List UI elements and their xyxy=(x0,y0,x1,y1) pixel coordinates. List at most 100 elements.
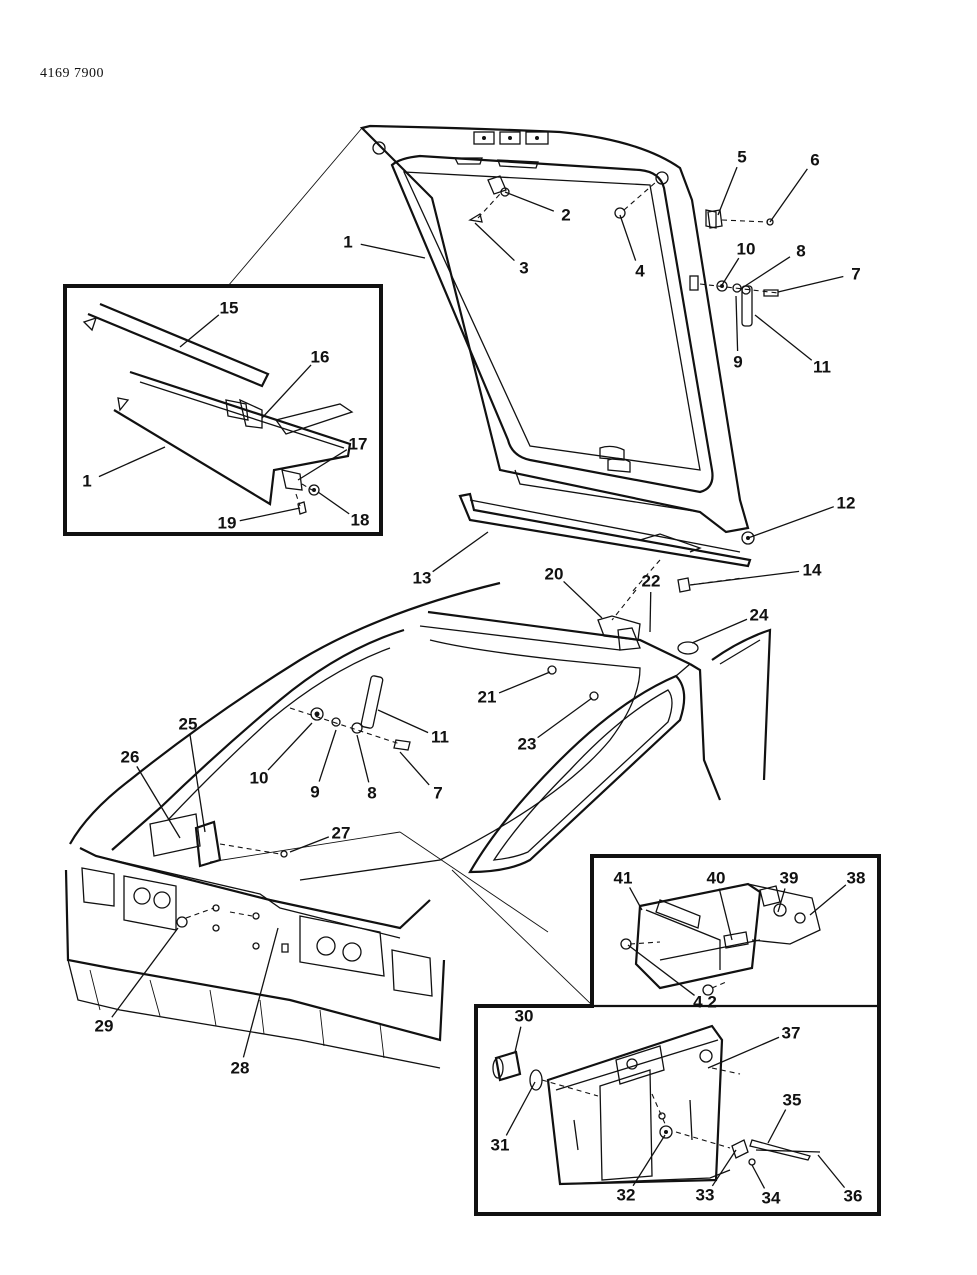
callout-label-c1b: 1 xyxy=(82,472,91,491)
callout-label-c21: 21 xyxy=(478,688,497,707)
callout-leader-c7b xyxy=(399,751,430,786)
callout-leader-c3 xyxy=(474,222,515,262)
callout-label-c35: 35 xyxy=(783,1091,802,1110)
callout-leader-c26 xyxy=(136,766,181,839)
callout-leader-c14 xyxy=(689,570,800,586)
callout-label-c32: 32 xyxy=(617,1186,636,1205)
callout-label-c40: 40 xyxy=(707,869,726,888)
callout-label-c10b: 10 xyxy=(250,769,269,788)
callout-leader-c42 xyxy=(627,944,695,996)
callout-leader-c40 xyxy=(718,888,733,941)
callout-leader-c23 xyxy=(537,697,593,739)
callout-leader-c24 xyxy=(691,618,748,644)
callout-leader-c36 xyxy=(817,1154,846,1189)
callout-leader-c4 xyxy=(619,214,637,261)
callout-leader-c8b xyxy=(356,734,370,783)
callout-label-c12: 12 xyxy=(837,494,856,513)
callout-label-c17: 17 xyxy=(349,435,368,454)
callout-label-c9a: 9 xyxy=(733,353,742,372)
callout-label-c8a: 8 xyxy=(796,242,805,261)
callout-leader-c10b xyxy=(267,722,313,771)
callout-label-c38: 38 xyxy=(847,869,866,888)
inset-latch-detail xyxy=(474,854,881,1216)
callout-label-c27: 27 xyxy=(332,824,351,843)
callout-label-c34: 34 xyxy=(762,1189,781,1208)
callout-leader-c28 xyxy=(242,927,279,1058)
callout-leader-c27 xyxy=(289,836,330,853)
callout-label-c13: 13 xyxy=(413,569,432,588)
callout-leader-c12 xyxy=(747,506,834,539)
callout-label-c7a: 7 xyxy=(851,265,860,284)
callout-leader-c29 xyxy=(111,927,179,1018)
callout-label-c37: 37 xyxy=(782,1024,801,1043)
callout-label-c9b: 9 xyxy=(310,783,319,802)
callout-label-c19: 19 xyxy=(218,514,237,533)
callout-leader-c9b xyxy=(318,729,337,782)
liftgate-hardware xyxy=(468,175,779,327)
callout-leader-c32 xyxy=(632,1134,666,1187)
callout-label-c42: 4 2 xyxy=(693,993,717,1012)
callout-label-c26: 26 xyxy=(121,748,140,767)
callout-leader-c19 xyxy=(239,507,301,522)
callout-leader-c37 xyxy=(707,1036,780,1069)
callout-label-c33: 33 xyxy=(696,1186,715,1205)
callout-label-c41: 41 xyxy=(614,869,633,888)
callout-leader-c2 xyxy=(504,191,555,212)
callout-label-c22: 22 xyxy=(642,572,661,591)
callout-leader-c38 xyxy=(809,884,847,916)
callout-label-c3: 3 xyxy=(519,259,528,278)
callout-label-c8b: 8 xyxy=(367,784,376,803)
callout-leader-c41 xyxy=(629,887,643,911)
callout-label-c18: 18 xyxy=(351,511,370,530)
callout-leader-c15 xyxy=(179,314,220,348)
document-code: 4169 7900 xyxy=(40,66,104,81)
callout-label-c4: 4 xyxy=(635,262,645,281)
callout-leader-c18 xyxy=(317,491,350,515)
callout-leader-c21 xyxy=(498,671,551,694)
callout-label-c5: 5 xyxy=(737,148,746,167)
callout-label-c36: 36 xyxy=(844,1187,863,1206)
callout-leader-c11a xyxy=(754,314,813,361)
callout-leader-c16 xyxy=(261,364,312,419)
inset-hinge-detail xyxy=(63,127,383,536)
callout-label-c28: 28 xyxy=(231,1059,250,1078)
callout-leader-c13 xyxy=(432,531,489,573)
liftgate-panel xyxy=(359,124,750,534)
callout-leader-c30 xyxy=(514,1026,522,1053)
callout-label-c14: 14 xyxy=(803,561,822,580)
callout-label-c29: 29 xyxy=(95,1017,114,1036)
callout-label-c11b: 11 xyxy=(431,728,449,747)
callout-label-c31: 31 xyxy=(491,1136,510,1155)
callout-label-c39: 39 xyxy=(780,869,799,888)
callout-leader-c31 xyxy=(505,1081,536,1136)
callout-leader-c6 xyxy=(769,168,808,223)
callout-leader-c5 xyxy=(717,166,738,216)
callout-leader-c22 xyxy=(649,591,652,633)
callout-label-c11a: 11 xyxy=(813,358,831,377)
callout-leader-c39 xyxy=(777,888,786,913)
callout-label-c6: 6 xyxy=(810,151,819,170)
callout-label-c30: 30 xyxy=(515,1007,534,1026)
weatherstrip-assembly xyxy=(458,492,755,701)
callout-leader-c9a xyxy=(735,295,739,352)
callout-leader-c35 xyxy=(767,1109,787,1144)
callout-leader-c20 xyxy=(563,580,603,619)
callout-label-c16: 16 xyxy=(311,348,330,367)
callout-leader-c10a xyxy=(721,257,740,286)
callout-leader-c11b xyxy=(377,709,429,734)
callout-leader-c1b xyxy=(98,446,166,478)
callout-label-c7b: 7 xyxy=(433,784,442,803)
callout-leader-c33 xyxy=(711,1149,737,1187)
callout-label-c2: 2 xyxy=(561,206,570,225)
callout-label-c24: 24 xyxy=(750,606,769,625)
callout-label-c20: 20 xyxy=(545,565,564,584)
callout-leader-c1a xyxy=(360,243,426,259)
callout-label-c23: 23 xyxy=(518,735,537,754)
callout-label-c25: 25 xyxy=(179,715,198,734)
callout-label-c1a: 1 xyxy=(343,233,352,252)
callout-label-c15: 15 xyxy=(220,299,239,318)
callout-leader-c34 xyxy=(751,1164,766,1189)
callout-leader-c8a xyxy=(741,256,791,289)
